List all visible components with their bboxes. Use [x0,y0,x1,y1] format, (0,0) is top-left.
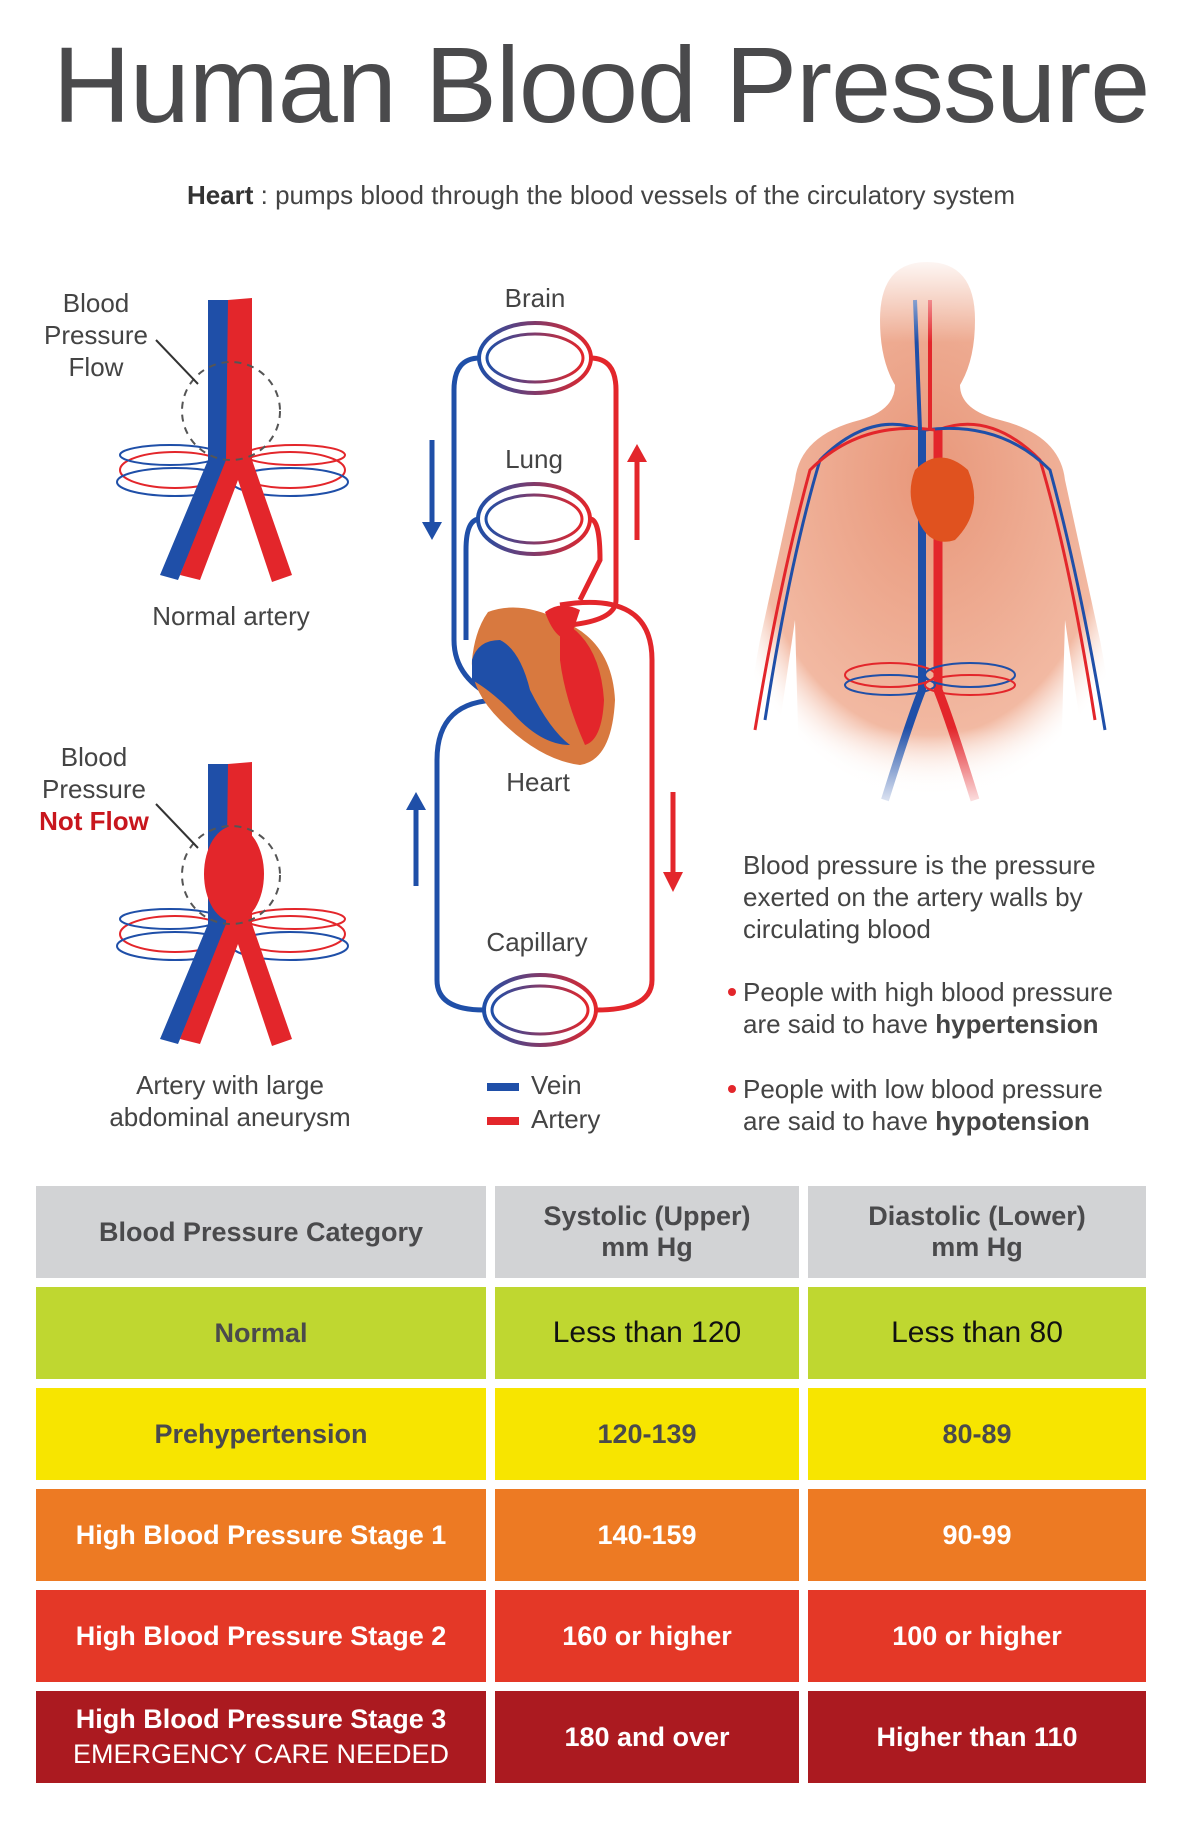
category-cell: Normal [36,1287,486,1379]
legend: Vein Artery [487,1068,600,1136]
label-line: Blood [60,742,128,772]
caption-line: Artery with large [136,1070,324,1100]
header-unit: mm Hg [931,1232,1023,1262]
systolic-cell: 120-139 [495,1388,799,1480]
circulation-diagram [406,321,683,1047]
emergency-note: EMERGENCY CARE NEEDED [72,1739,450,1769]
header-diastolic: Diastolic (Lower)mm Hg [808,1186,1146,1278]
normal-artery-illustration [116,298,349,582]
text-line: are said to have [743,1106,936,1136]
hypertension-term: hypertension [935,1009,1099,1039]
legend-label: Vein [531,1070,582,1100]
category-cell: High Blood Pressure Stage 1 [36,1489,486,1581]
brain-capillary-loop [477,321,593,395]
label-line: Pressure [41,774,147,804]
subtitle-text: : pumps blood through the blood vessels … [253,180,1016,210]
blood-pressure-table: Blood Pressure Category Systolic (Upper)… [27,1177,1155,1792]
systolic-cell: 160 or higher [495,1590,799,1682]
label-line: Pressure [43,320,149,350]
table-header: Blood Pressure Category Systolic (Upper)… [36,1186,1146,1278]
header-line: Systolic (Upper) [543,1201,751,1231]
category-cell: Prehypertension [36,1388,486,1480]
arrow-up-blue-icon [406,792,426,886]
systolic-cell: 180 and over [495,1691,799,1783]
brain-label: Brain [504,283,566,313]
diastolic-cell: 100 or higher [808,1590,1146,1682]
bullet-icon [728,1085,736,1093]
heart-icon [471,605,615,765]
subtitle-term: Heart [186,180,254,210]
text-line: circulating blood [743,914,931,944]
lung-label: Lung [505,444,563,474]
not-flow-label: Not Flow [39,806,149,836]
aneurysm-caption: Artery with large abdominal aneurysm [109,1069,350,1133]
label-line: Blood [62,288,130,318]
arrow-down-red-icon [663,792,683,892]
legend-label: Artery [531,1104,601,1134]
artery-aneurysm-label: Blood Pressure Not Flow [39,741,149,837]
bullet-icon [728,988,736,996]
heart-label: Heart [506,767,570,797]
systolic-cell: 140-159 [495,1489,799,1581]
capillary-label: Capillary [486,927,588,957]
header-line: Diastolic (Lower) [868,1201,1086,1231]
bullet-hypertension: People with high blood pressure are said… [728,976,1114,1040]
diastolic-cell: Higher than 110 [808,1691,1146,1783]
arrow-up-red-icon [627,444,647,540]
text-line: exerted on the artery walls by [743,882,1083,912]
bullet-hypotension: People with low blood pressure are said … [728,1073,1103,1137]
header-unit: mm Hg [601,1232,693,1262]
header-category: Blood Pressure Category [36,1186,486,1278]
text-line: are said to have [743,1009,936,1039]
category-cell: High Blood Pressure Stage 3 EMERGENCY CAR… [36,1691,486,1783]
human-body-illustration [740,260,1120,810]
table-row: High Blood Pressure Stage 3 EMERGENCY CAR… [36,1691,1146,1783]
caption-line: abdominal aneurysm [109,1102,351,1132]
body-capillary-loop [482,973,598,1047]
page-title: Human Blood Pressure [52,24,1151,145]
diastolic-cell: Less than 80 [808,1287,1146,1379]
category-label: High Blood Pressure Stage 3 [75,1704,447,1734]
systolic-cell: Less than 120 [495,1287,799,1379]
category-cell: High Blood Pressure Stage 2 [36,1590,486,1682]
legend-vein: Vein [487,1068,600,1102]
artery-swatch [487,1117,519,1126]
diastolic-cell: 80-89 [808,1388,1146,1480]
legend-artery: Artery [487,1102,600,1136]
arrow-down-blue-icon [422,440,442,540]
definition-text: Blood pressure is the pressure exerted o… [743,849,1096,945]
header-systolic: Systolic (Upper)mm Hg [495,1186,799,1278]
vein-swatch [487,1083,519,1092]
aneurysm-artery-illustration [116,762,349,1046]
hypotension-term: hypotension [935,1106,1090,1136]
label-line: Flow [68,352,124,382]
text-line: People with high blood pressure [743,977,1114,1007]
artery-normal-label: Blood Pressure Flow [44,287,148,383]
subtitle: Heart : pumps blood through the blood ve… [0,180,1202,211]
illustrations [116,260,1120,1047]
text-line: People with low blood pressure [743,1074,1103,1104]
lung-capillary-loop [476,482,592,556]
text-line: Blood pressure is the pressure [743,850,1096,880]
diastolic-cell: 90-99 [808,1489,1146,1581]
normal-artery-caption: Normal artery [152,601,310,631]
